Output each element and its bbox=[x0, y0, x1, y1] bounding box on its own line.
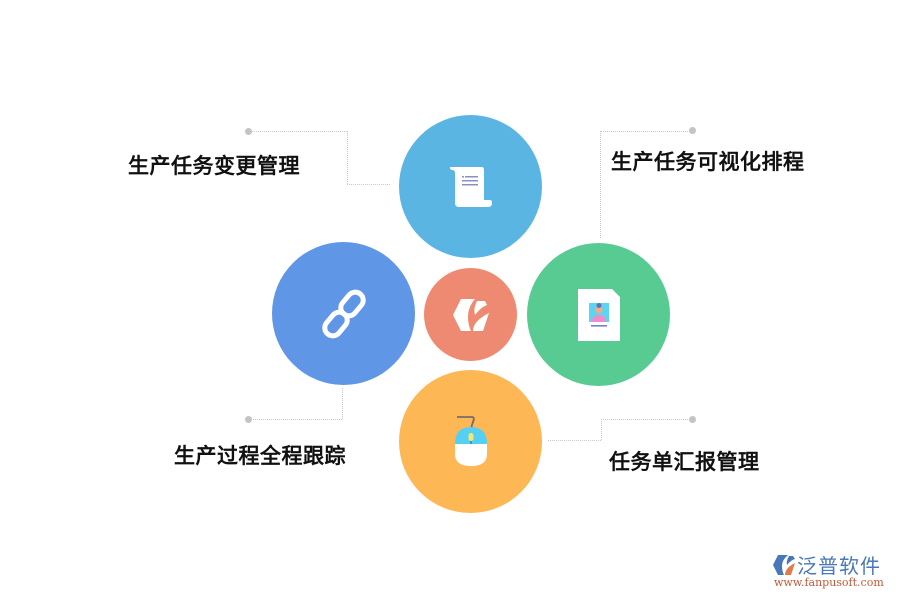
label-right: 生产任务可视化排程 bbox=[611, 150, 805, 174]
profile-card-icon bbox=[577, 288, 620, 341]
connector-dot-top-left bbox=[245, 128, 252, 135]
watermark-url: www.fanpusoft.com bbox=[774, 576, 884, 589]
computer-mouse-icon bbox=[454, 415, 487, 466]
connector-line bbox=[342, 388, 343, 419]
connector-line bbox=[548, 440, 601, 441]
connector-line bbox=[251, 131, 347, 132]
center-circle bbox=[424, 268, 517, 361]
connector-dot-bottom-left bbox=[245, 416, 252, 423]
node-circle-bottom bbox=[399, 370, 542, 513]
connector-line bbox=[600, 131, 690, 132]
node-circle-right bbox=[527, 243, 670, 386]
connector-line bbox=[347, 131, 348, 184]
watermark-brand: 泛普软件 bbox=[797, 554, 881, 578]
node-circle-top bbox=[399, 115, 542, 258]
label-top: 生产任务变更管理 bbox=[128, 154, 300, 178]
scroll-document-icon bbox=[449, 166, 492, 207]
connector-line bbox=[251, 419, 342, 420]
connector-dot-bottom-right bbox=[689, 416, 696, 423]
connector-line bbox=[347, 184, 390, 185]
watermark-logo: 泛普软件 www.fanpusoft.com bbox=[770, 552, 895, 596]
brand-logo-icon bbox=[773, 555, 795, 575]
connector-line bbox=[601, 419, 690, 420]
node-circle-left bbox=[272, 242, 415, 385]
label-bottom: 任务单汇报管理 bbox=[609, 450, 760, 474]
chain-link-icon bbox=[321, 289, 366, 338]
label-left: 生产过程全程跟踪 bbox=[174, 444, 346, 468]
connector-line bbox=[600, 131, 601, 238]
connector-line bbox=[601, 419, 602, 440]
connector-dot-top-right bbox=[689, 127, 696, 134]
hexagon-leaf-icon bbox=[452, 298, 489, 331]
